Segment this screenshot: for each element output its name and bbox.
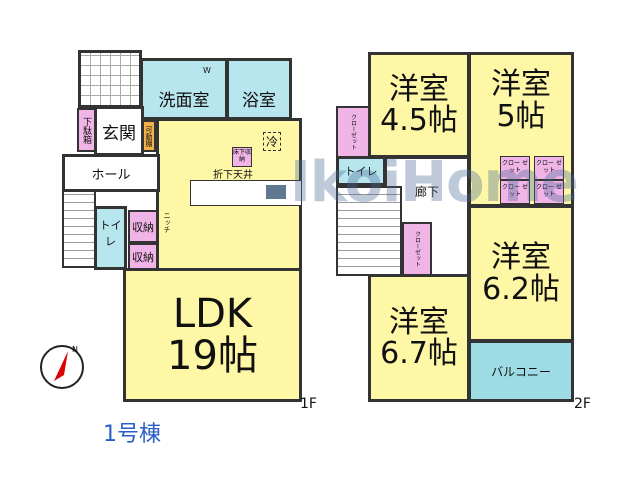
balcony: バルコニー	[468, 340, 574, 402]
compass-icon: N	[40, 345, 84, 389]
hall: ホール	[62, 154, 160, 192]
washer-label: W	[203, 66, 211, 75]
underfloor-storage: 床下収納	[232, 147, 252, 167]
movable-shelf: 可動棚	[142, 120, 156, 152]
closet-hall: クローゼット	[402, 222, 432, 276]
closet-room-4-5: クローゼット	[336, 106, 370, 158]
entrance-porch	[78, 50, 142, 108]
storage-2: 収納	[128, 243, 158, 270]
bathroom: 浴室	[226, 58, 292, 120]
north-arrow-icon	[54, 351, 68, 381]
stove-icon	[266, 185, 286, 199]
stairs-1f	[62, 190, 96, 268]
ldk-size: 19帖	[167, 333, 258, 379]
closet: クロー ゼット	[500, 180, 530, 204]
storage-1: 収納	[128, 210, 158, 243]
floor-1-label: 1F	[300, 396, 317, 412]
watermark: IkoiHome	[290, 150, 579, 215]
closet: クロー ゼット	[500, 156, 530, 180]
shoe-box: 下駄箱	[77, 108, 96, 152]
floor-2-label: 2F	[574, 396, 591, 412]
washroom: 洗面室	[140, 58, 228, 120]
fridge-label: 冷	[263, 132, 282, 151]
closet: クロー ゼット	[534, 180, 564, 204]
entrance: 玄関	[94, 106, 144, 156]
lowered-ceiling-label: 折下天井	[213, 170, 253, 181]
compass-north-label: N	[72, 345, 78, 354]
closet: クロー ゼット	[534, 156, 564, 180]
niche-label: ニッチ	[163, 212, 171, 233]
ldk-lower: LDK 19帖	[123, 268, 302, 402]
ldk-label: LDK	[172, 291, 253, 337]
toilet-1f: トイレ	[94, 206, 127, 270]
toilet-2f: トイレ	[336, 156, 386, 186]
building-label: 1号棟	[103, 422, 161, 447]
